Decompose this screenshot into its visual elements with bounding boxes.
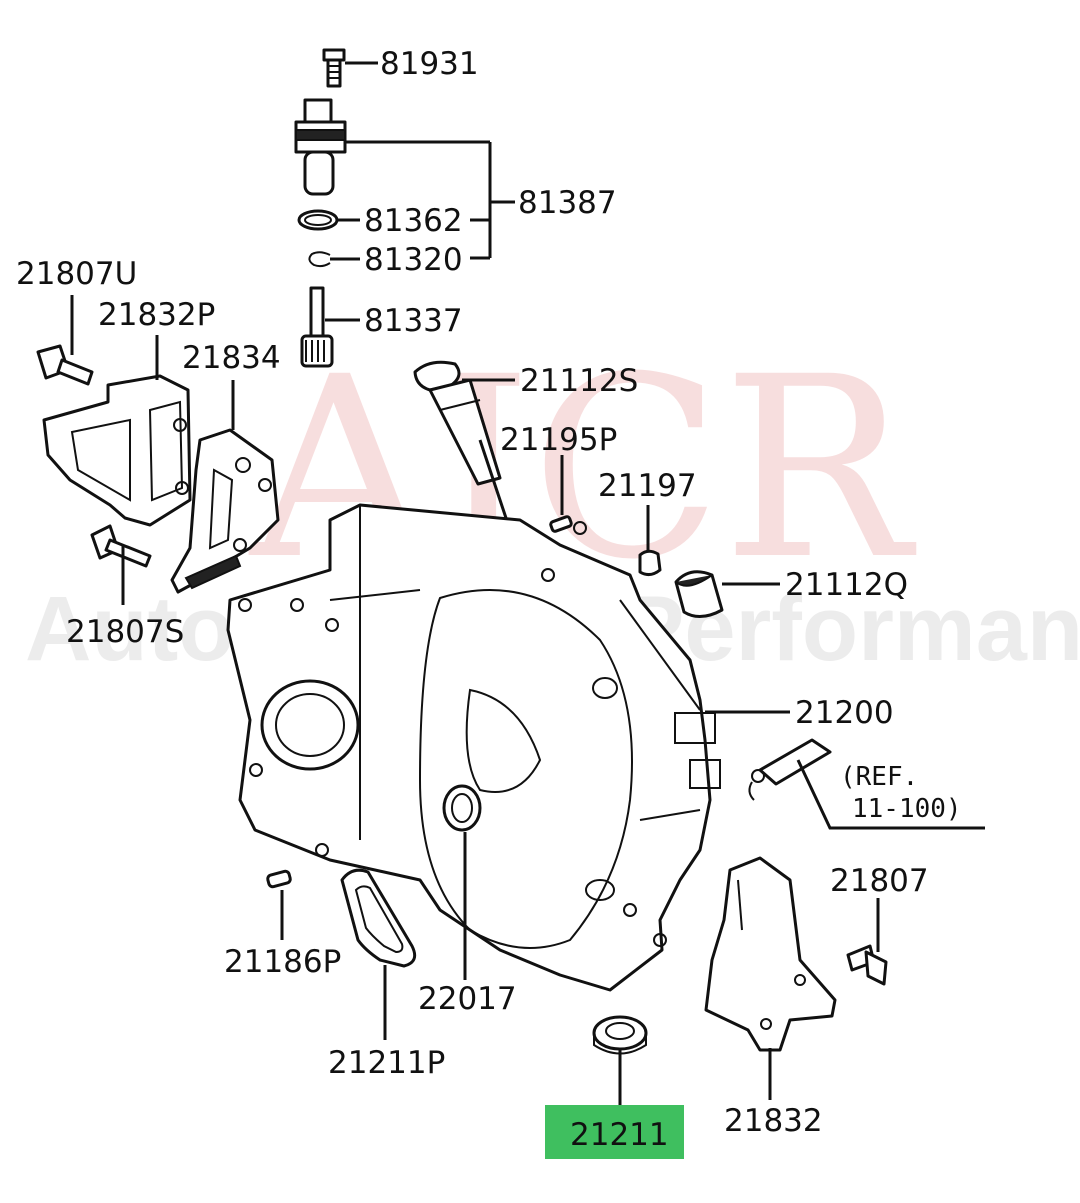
- label-81337: 81337: [364, 303, 463, 339]
- label-ref-line2: 11-100): [852, 794, 962, 824]
- bracket-21834: [170, 428, 280, 594]
- driven-gear-81337: [300, 286, 334, 368]
- sealant-tube-icon: [748, 738, 832, 801]
- filler-plug-21112s: [413, 360, 502, 486]
- label-81362: 81362: [364, 203, 463, 239]
- seal-22017: [442, 784, 482, 832]
- label-21807u: 21807U: [16, 256, 137, 292]
- transmission-case-21200: [226, 503, 721, 992]
- bolt-21807s: [90, 524, 152, 568]
- label-21211p: 21211P: [328, 1045, 445, 1081]
- bolt-21807: [846, 944, 888, 986]
- label-21807: 21807: [830, 863, 929, 899]
- label-21832p: 21832P: [98, 297, 215, 333]
- bolt-81931: [322, 48, 346, 88]
- bracket-21832p: [42, 374, 192, 527]
- label-21832: 21832: [724, 1103, 823, 1139]
- dowel-21186p: [266, 869, 292, 889]
- label-21186p: 21186P: [224, 944, 341, 980]
- label-ref-line1: (REF.: [840, 762, 918, 792]
- o-ring-81362: [297, 209, 339, 231]
- label-81931: 81931: [380, 46, 479, 82]
- label-21834: 21834: [182, 340, 281, 376]
- dowel-21197: [638, 549, 662, 577]
- pin-21195p: [549, 515, 573, 533]
- label-21200: 21200: [795, 695, 894, 731]
- grommet-21211: [592, 1015, 648, 1055]
- highlight-21211-box: [545, 1105, 684, 1159]
- cover-plate-21832: [704, 856, 837, 1052]
- clip-81320: [308, 251, 331, 268]
- label-21807s: 21807S: [66, 614, 184, 650]
- label-21112s: 21112S: [520, 363, 638, 399]
- plug-21112q: [674, 570, 724, 618]
- label-81387: 81387: [518, 185, 617, 221]
- label-21112q: 21112Q: [785, 567, 908, 603]
- label-21197: 21197: [598, 468, 697, 504]
- label-81320: 81320: [364, 242, 463, 278]
- gasket-21211p: [340, 868, 417, 968]
- bolt-21807u: [36, 344, 94, 386]
- label-21195p: 21195P: [500, 422, 617, 458]
- label-22017: 22017: [418, 981, 517, 1017]
- label-21211: 21211: [570, 1117, 669, 1153]
- speed-sensor-81387: [294, 98, 347, 196]
